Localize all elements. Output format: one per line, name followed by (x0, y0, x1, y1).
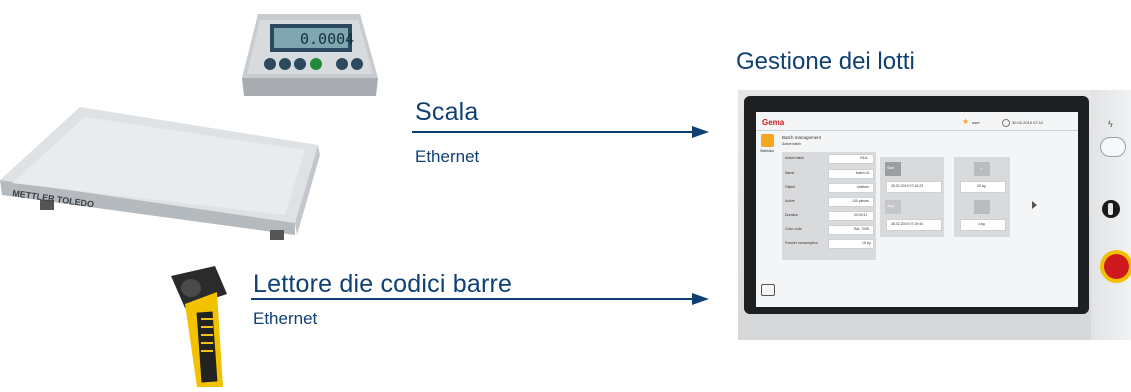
svg-text:0.0004: 0.0004 (300, 30, 354, 48)
hmi-panel-image: Gema ★ user 30.02.2019 07:12 Statistics … (738, 90, 1131, 340)
increase-button-label: + (980, 166, 983, 171)
link-label-reader: Lettore die codici barre (253, 270, 513, 298)
row-value: 100 pieces (852, 199, 869, 203)
weight-top: 20 kg (977, 184, 986, 188)
start-button-label: Start (887, 166, 895, 170)
statistics-nav-button[interactable] (761, 134, 774, 147)
row-label: Object (785, 185, 796, 189)
arrow-reader (251, 292, 710, 306)
weight-bottom: 4 kg (978, 222, 985, 226)
row-value: 16 kg (862, 241, 871, 245)
target-title: Gestione dei lotti (736, 48, 915, 75)
row-label: Powder consumption (785, 241, 818, 245)
hmi-brand: Gema (762, 118, 785, 127)
increase-button[interactable] (974, 162, 990, 176)
start-time: 28.02.2019 07:19:23 (891, 184, 924, 188)
link-label-scala: Scala (415, 98, 479, 126)
barcode-reader-image (165, 262, 245, 387)
emergency-stop-button[interactable] (1104, 254, 1129, 279)
row-label: Color code (785, 227, 802, 231)
stop-time: 28.02.2019 07:19:44 (891, 222, 924, 226)
next-arrow-icon[interactable] (1032, 201, 1037, 209)
row-label: Active batch (785, 156, 805, 160)
hmi-subtitle: Active batch (782, 142, 802, 146)
arrow-scala (412, 125, 710, 139)
start-button[interactable] (885, 162, 901, 176)
connection-label-reader: Ethernet (253, 309, 318, 328)
row-label: Active (785, 199, 795, 203)
light-button[interactable] (1100, 137, 1126, 157)
row-label: Duration (785, 213, 799, 217)
scale-terminal-image: 0.0004 (230, 8, 385, 98)
statistics-nav-label: Statistics (760, 149, 775, 153)
connection-label-scala: Ethernet (415, 147, 480, 166)
back-button[interactable] (761, 284, 775, 296)
row-value: H111 (860, 156, 868, 160)
scale-platform-image: METTLER TOLEDO (0, 95, 320, 245)
hmi-user: user (972, 120, 980, 125)
clock-icon (1002, 119, 1010, 127)
decrease-button-label: - (981, 204, 983, 209)
hmi-title: Batch management (782, 135, 822, 140)
lightning-icon: ϟ (1108, 119, 1113, 129)
decrease-button[interactable] (974, 200, 990, 214)
stop-button-label: Stop (887, 204, 895, 208)
row-value: shelves (857, 185, 869, 189)
star-icon: ★ (962, 117, 970, 126)
row-value: Ral. 7035 (854, 227, 869, 231)
row-value: 00:00:11 (854, 213, 868, 217)
row-value: batch 02 (856, 171, 870, 175)
hmi-screen: Gema ★ user 30.02.2019 07:12 Statistics … (756, 112, 1078, 307)
hmi-datetime: 30.02.2019 07:12 (1012, 120, 1044, 125)
row-label: Name (785, 171, 795, 175)
stop-button[interactable] (885, 200, 901, 214)
